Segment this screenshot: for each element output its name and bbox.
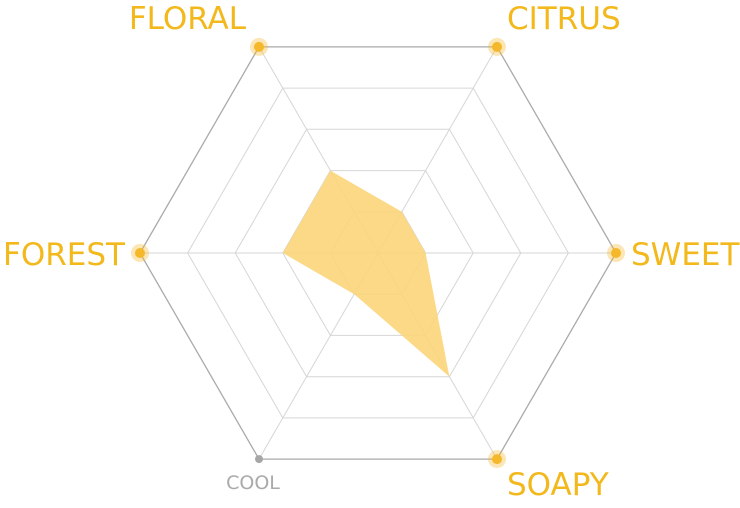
axis-marker[interactable] [492,454,502,465]
axis-label-citrus[interactable]: CITRUS [507,1,621,37]
axis-labels: CITRUS SWEET SOAPY COOL FOREST FLORAL [3,1,740,503]
axis-marker[interactable] [254,41,264,52]
radar-data-area [282,170,450,377]
axis-markers [131,37,625,469]
axis-label-floral[interactable]: FLORAL [129,1,247,37]
data-polygon [282,170,450,377]
axis-marker[interactable] [611,248,621,258]
axis-label-sweet[interactable]: SWEET [631,237,740,273]
axis-marker[interactable] [135,248,145,258]
axis-marker-inactive[interactable] [255,455,263,464]
axis-marker[interactable] [492,41,502,52]
axis-label-soapy[interactable]: SOAPY [507,467,609,503]
axis-label-forest[interactable]: FOREST [3,237,126,273]
axis-label-cool[interactable]: COOL [226,472,280,494]
